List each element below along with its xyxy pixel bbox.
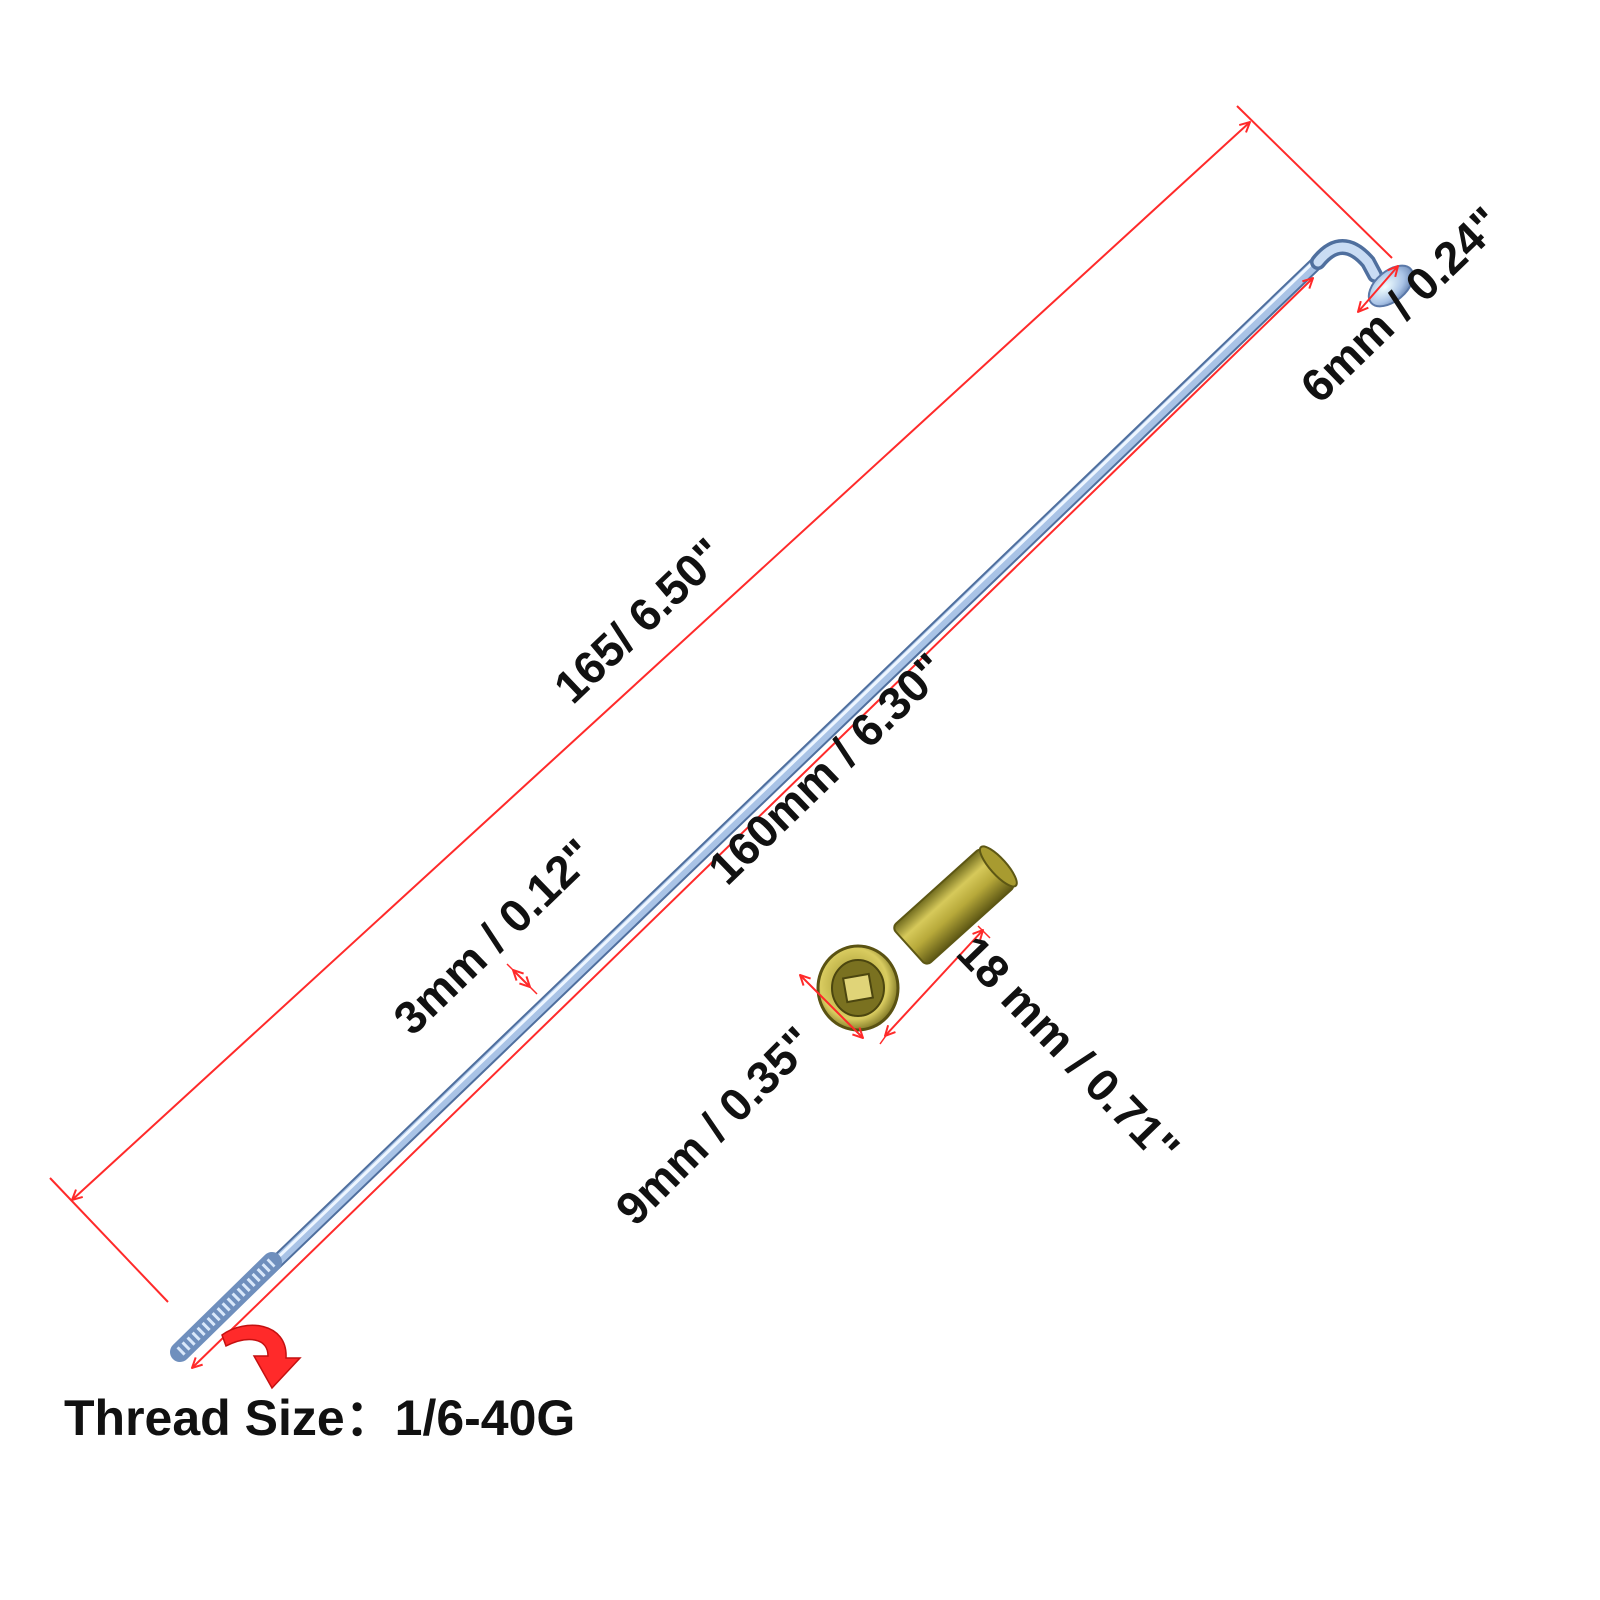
label-nipple-length: 18 mm / 0.71" (947, 926, 1190, 1175)
curved-arrow-icon (221, 1324, 302, 1390)
label-thread-size: Thread Size：1/6-40G (64, 1390, 575, 1446)
dimension-body-length (192, 278, 1313, 1368)
label-body-length: 160mm / 6.30" (698, 643, 956, 895)
dimension-nipple-diameter (800, 975, 863, 1038)
dimension-nipple-length (879, 925, 991, 1045)
label-diameter: 3mm / 0.12" (383, 828, 604, 1044)
label-nipple-diameter: 9mm / 0.35" (605, 1016, 824, 1235)
label-head-size: 6mm / 0.24" (1290, 196, 1511, 412)
dimension-diameter (506, 963, 538, 995)
dimension-head-size (1358, 266, 1398, 312)
